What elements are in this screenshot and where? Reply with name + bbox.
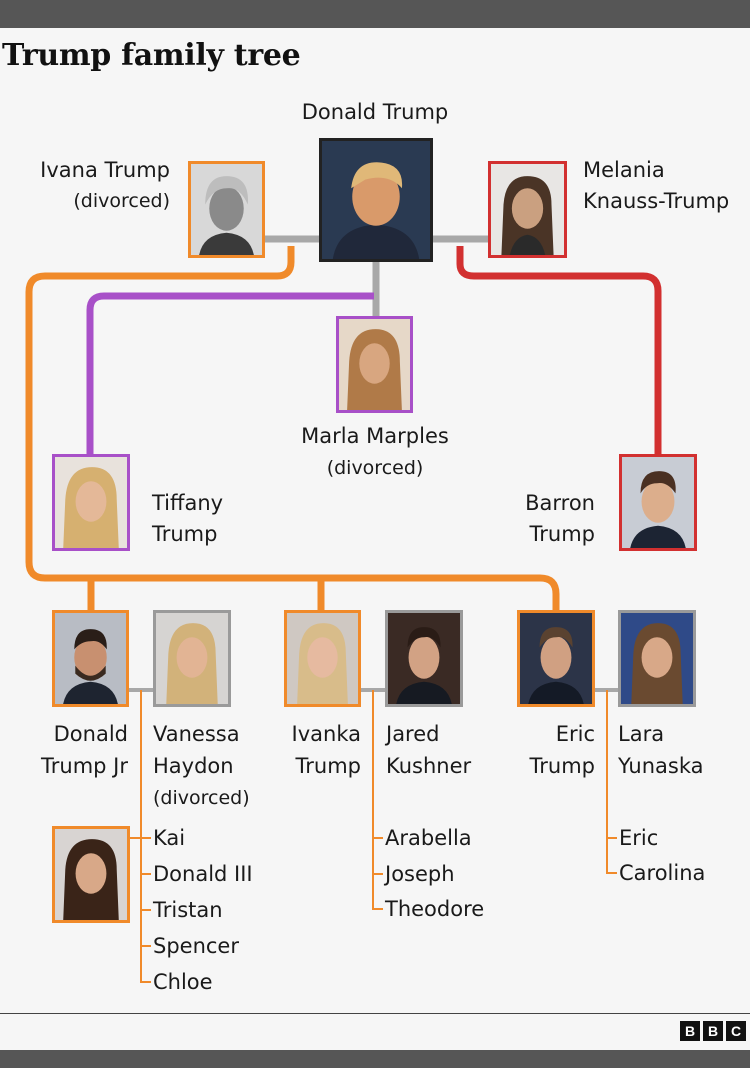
- grandchild-ivanka-2: Joseph: [385, 862, 455, 886]
- name-lara-line1: Lara: [618, 722, 665, 746]
- name-jared-line1: Jared: [386, 722, 440, 746]
- photo-melania-knauss-trump: [488, 161, 567, 258]
- grandchild-ivanka-3: Theodore: [385, 897, 485, 921]
- photo-eric-trump: [517, 610, 595, 707]
- name-ivanka-line1: Ivanka: [291, 722, 361, 746]
- bbc-logo: B B C: [680, 1021, 746, 1041]
- photo-tiffany-trump: [52, 454, 130, 551]
- grandchild-donjr-5: Chloe: [153, 970, 213, 994]
- name-donjr-line2: Trump Jr: [41, 754, 128, 778]
- photo-donald-trump: [319, 138, 433, 262]
- note-ivana-divorced: (divorced): [73, 190, 170, 212]
- branch-melania-barron: [456, 246, 662, 456]
- grandchild-donjr-3: Tristan: [153, 898, 223, 922]
- portrait-icon: [322, 141, 430, 259]
- note-vanessa-divorced: (divorced): [153, 787, 250, 809]
- bbc-logo-letter: B: [703, 1021, 723, 1041]
- family-connector-lines: [25, 235, 662, 983]
- portrait-icon: [520, 613, 592, 704]
- name-melania-line1: Melania: [583, 158, 665, 182]
- portrait-icon: [55, 457, 127, 548]
- grandchildren-bracket-donjr: [140, 690, 151, 983]
- photo-jared-kushner: [385, 610, 463, 707]
- name-melania-line2: Knauss-Trump: [583, 189, 730, 213]
- page-title: Trump family tree: [2, 38, 301, 73]
- name-tiffany-line1: Tiffany: [152, 491, 224, 515]
- photo-marla-marples: [336, 316, 413, 413]
- photo-vanessa-haydon: [153, 610, 231, 707]
- grandchild-ivanka-1: Arabella: [385, 826, 472, 850]
- note-marla-divorced: (divorced): [326, 457, 424, 479]
- name-ivanka-line2: Trump: [295, 754, 361, 778]
- photo-donald-trump-jr: [52, 610, 129, 707]
- portrait-icon: [491, 164, 564, 255]
- photo-barron-trump: [619, 454, 697, 551]
- name-marla-marples: Marla Marples: [301, 424, 449, 448]
- photo-kai-trump: [52, 826, 130, 923]
- name-vanessa-line1: Vanessa: [153, 722, 240, 746]
- branch-marla-tiffany: [86, 292, 374, 456]
- name-ivana-trump: Ivana Trump: [40, 158, 170, 182]
- name-tiffany-line2: Trump: [152, 522, 218, 546]
- grandchildren-bracket-eric: [606, 690, 617, 874]
- name-donald-trump: Donald Trump: [301, 100, 449, 124]
- portrait-icon: [55, 613, 126, 704]
- portrait-icon: [388, 613, 460, 704]
- grandchild-eric-2: Carolina: [619, 861, 706, 885]
- photo-ivanka-trump: [284, 610, 361, 707]
- bbc-logo-letter: B: [680, 1021, 700, 1041]
- portrait-icon: [55, 829, 127, 920]
- portrait-icon: [287, 613, 358, 704]
- infographic-card: Trump family tree Donald Trump: [0, 28, 750, 1050]
- name-barron-line1: Barron: [525, 491, 595, 515]
- grandchild-donjr-2: Donald III: [153, 862, 253, 886]
- branch-ivana-children: [25, 246, 560, 610]
- portrait-icon: [156, 613, 228, 704]
- name-vanessa-line2: Haydon: [153, 754, 234, 778]
- portrait-icon: [191, 164, 262, 255]
- name-lara-line2: Yunaska: [618, 754, 704, 778]
- name-barron-line2: Trump: [529, 522, 595, 546]
- grandchild-donjr-4: Spencer: [153, 934, 239, 958]
- top-border: [0, 0, 750, 28]
- name-eric-line1: Eric: [555, 722, 595, 746]
- grandchild-donjr-1: Kai: [153, 826, 186, 850]
- portrait-icon: [621, 613, 693, 704]
- grandchild-eric-1: Eric: [619, 826, 659, 850]
- grandchildren-bracket-ivanka: [372, 690, 383, 910]
- photo-lara-yunaska: [618, 610, 696, 707]
- footer-divider: [0, 1013, 750, 1014]
- portrait-icon: [622, 457, 694, 548]
- name-donjr-line1: Donald: [53, 722, 128, 746]
- portrait-icon: [339, 319, 410, 410]
- name-eric-line2: Trump: [529, 754, 595, 778]
- photo-ivana-trump: [188, 161, 265, 258]
- bottom-border: [0, 1050, 750, 1068]
- bbc-logo-letter: C: [726, 1021, 746, 1041]
- name-jared-line2: Kushner: [386, 754, 472, 778]
